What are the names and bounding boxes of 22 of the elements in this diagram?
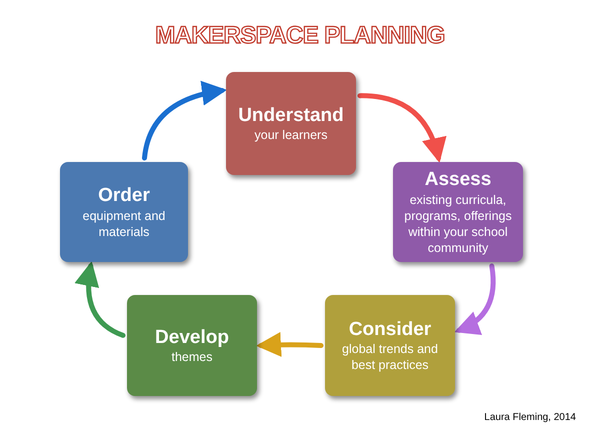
process-box bbox=[325, 295, 455, 396]
step-heading: Order bbox=[98, 184, 150, 208]
step-heading: Assess bbox=[424, 168, 492, 192]
process-box bbox=[127, 295, 257, 396]
arrow bbox=[256, 332, 324, 358]
step-heading: Consider bbox=[348, 318, 432, 342]
process-box bbox=[60, 162, 188, 262]
step-description: existing curricula, programs, offerings within your school community bbox=[403, 192, 513, 256]
step-heading: Understand bbox=[238, 104, 344, 128]
process-box bbox=[393, 162, 523, 262]
step-description: global trends and best practices bbox=[341, 341, 439, 374]
process-box bbox=[226, 72, 356, 175]
step-description: themes bbox=[172, 349, 212, 366]
step-description: your learners bbox=[254, 127, 328, 144]
arrow bbox=[454, 264, 496, 334]
step-heading: Develop bbox=[155, 326, 229, 350]
title: MAKERSPACE PLANNING bbox=[154, 24, 446, 48]
arrow bbox=[358, 93, 446, 163]
arrow bbox=[142, 81, 227, 160]
credit-note: Laura Fleming, 2014 bbox=[484, 411, 576, 425]
step-description: equipment and materials bbox=[82, 208, 166, 240]
arrow bbox=[75, 261, 126, 338]
